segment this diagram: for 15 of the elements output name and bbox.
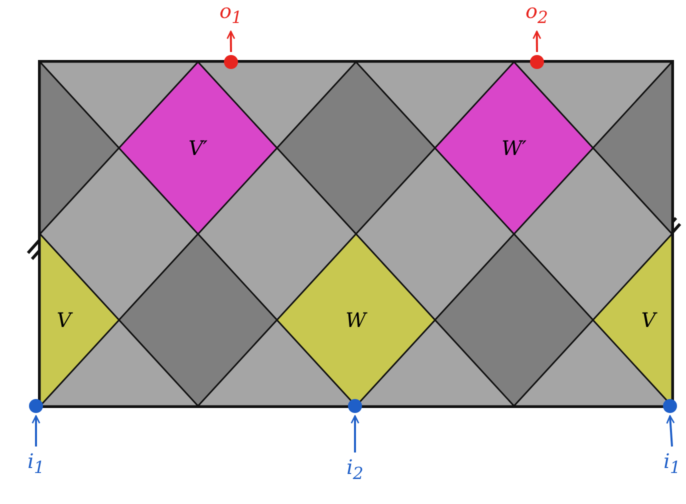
variable-label: o$_{1}$ [220,0,242,28]
region-label: V [56,309,72,331]
arrow [666,415,675,447]
arrow [226,30,236,52]
variable-label: o$_{2}$ [526,0,548,28]
region-label: V [641,309,656,331]
region-label: V′ [188,137,208,159]
variable-label: i$_{2}$ [346,456,364,484]
variable-label: i$_{1}$ [28,450,45,478]
arrow [532,30,542,52]
region-label: W′ [502,137,527,159]
region-label: W [346,309,366,331]
arrow [32,415,40,446]
arrow [350,415,360,452]
variable-label: i$_{1}$ [664,450,681,478]
